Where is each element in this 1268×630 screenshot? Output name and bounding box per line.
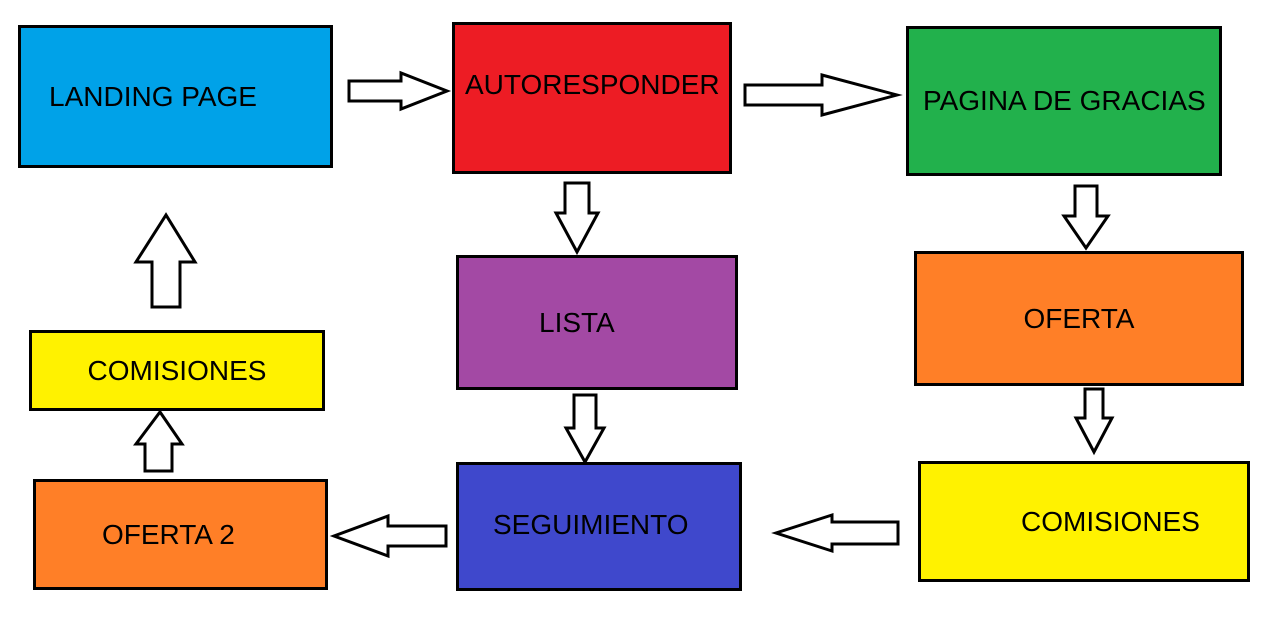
node-comisiones-left: COMISIONES	[29, 330, 325, 411]
node-pagina-de-gracias: PAGINA DE GRACIAS	[906, 26, 1222, 176]
node-oferta-2: OFERTA 2	[33, 479, 328, 590]
node-lista: LISTA	[456, 255, 738, 390]
node-autoresponder: AUTORESPONDER	[452, 22, 732, 174]
arrow-left-icon	[329, 513, 448, 559]
node-label: COMISIONES	[1021, 505, 1200, 537]
node-seguimiento: SEGUIMIENTO	[456, 462, 742, 591]
arrow-down-icon	[1073, 387, 1115, 456]
arrow-down-icon	[553, 181, 601, 256]
node-comisiones-right: COMISIONES	[918, 461, 1250, 582]
node-label: COMISIONES	[87, 354, 267, 386]
node-label: AUTORESPONDER	[465, 69, 720, 100]
arrow-down-icon	[1061, 184, 1111, 251]
node-landing-page: LANDING PAGE	[18, 25, 333, 168]
arrow-left-icon	[771, 512, 900, 554]
arrow-up-icon	[133, 409, 185, 473]
node-label: PAGINA DE GRACIAS	[923, 85, 1206, 116]
arrow-right-icon	[347, 70, 452, 112]
arrow-down-icon	[563, 393, 607, 466]
node-label: OFERTA	[1023, 302, 1135, 334]
node-label: SEGUIMIENTO	[493, 509, 689, 540]
node-label: LANDING PAGE	[49, 80, 257, 112]
node-label: LISTA	[539, 306, 615, 338]
arrow-right-icon	[743, 73, 903, 117]
node-label: OFERTA 2	[102, 518, 235, 550]
arrow-up-icon	[133, 212, 198, 309]
node-oferta: OFERTA	[914, 251, 1244, 386]
